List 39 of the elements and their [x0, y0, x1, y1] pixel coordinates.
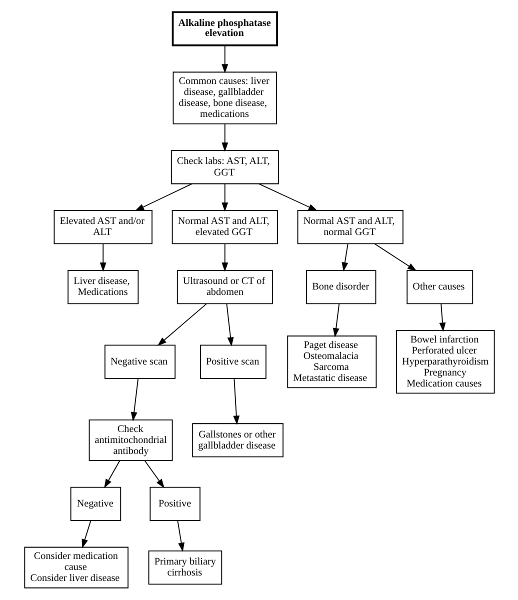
- arrow: [332, 303, 340, 338]
- node-box: Gallstones or other gallbladder disease: [192, 423, 283, 458]
- arrow: [374, 243, 416, 272]
- arrow: [144, 460, 164, 488]
- node-box: Alkaline phosphatase elevation: [171, 11, 278, 46]
- node-box: Elevated AST and/or ALT: [53, 210, 152, 244]
- node-box: Negative scan: [104, 344, 176, 379]
- node-box: Other causes: [406, 270, 473, 304]
- node-box: Check labs: AST, ALT, GGT: [170, 150, 278, 184]
- arrow: [221, 123, 228, 152]
- arrow: [99, 243, 106, 272]
- arrow: [221, 45, 228, 74]
- arrow: [81, 520, 91, 548]
- node-box: Primary biliary cirrhosis: [148, 550, 222, 585]
- node-box: Negative: [70, 486, 121, 521]
- node-box: Consider medication cause Consider liver disease: [24, 546, 128, 588]
- arrow: [258, 183, 318, 212]
- arrow: [232, 378, 240, 425]
- node-box: Bowel infarction Perforated ulcer Hyperparathyroidism Pregnancy Medication causes: [396, 330, 494, 394]
- node-box: Bone disorder: [306, 270, 376, 304]
- arrow: [156, 303, 206, 346]
- arrow: [104, 460, 120, 488]
- arrow: [130, 378, 138, 422]
- node-box: Liver disease, Medications: [67, 270, 138, 304]
- arrow: [176, 520, 184, 552]
- arrow: [226, 303, 234, 346]
- node-box: Positive scan: [199, 344, 266, 379]
- arrow: [221, 243, 228, 272]
- arrow: [341, 243, 348, 272]
- node-box: Normal AST and ALT, elevated GGT: [171, 210, 278, 244]
- arrow: [221, 183, 228, 212]
- node-box: Normal AST and ALT, normal GGT: [296, 210, 403, 244]
- node-box: Check antimitochondrial antibody: [88, 419, 172, 461]
- arrow: [438, 303, 446, 332]
- node-box: Positive: [149, 486, 200, 521]
- node-box: Common causes: liver disease, gallbladder disease, bone disease, medications: [172, 72, 277, 124]
- arrow: [134, 183, 192, 212]
- node-box: Paget disease Osteomalacia Sarcoma Metastatic disease: [286, 336, 376, 388]
- node-box: Ultrasound or CT of abdomen: [176, 270, 272, 304]
